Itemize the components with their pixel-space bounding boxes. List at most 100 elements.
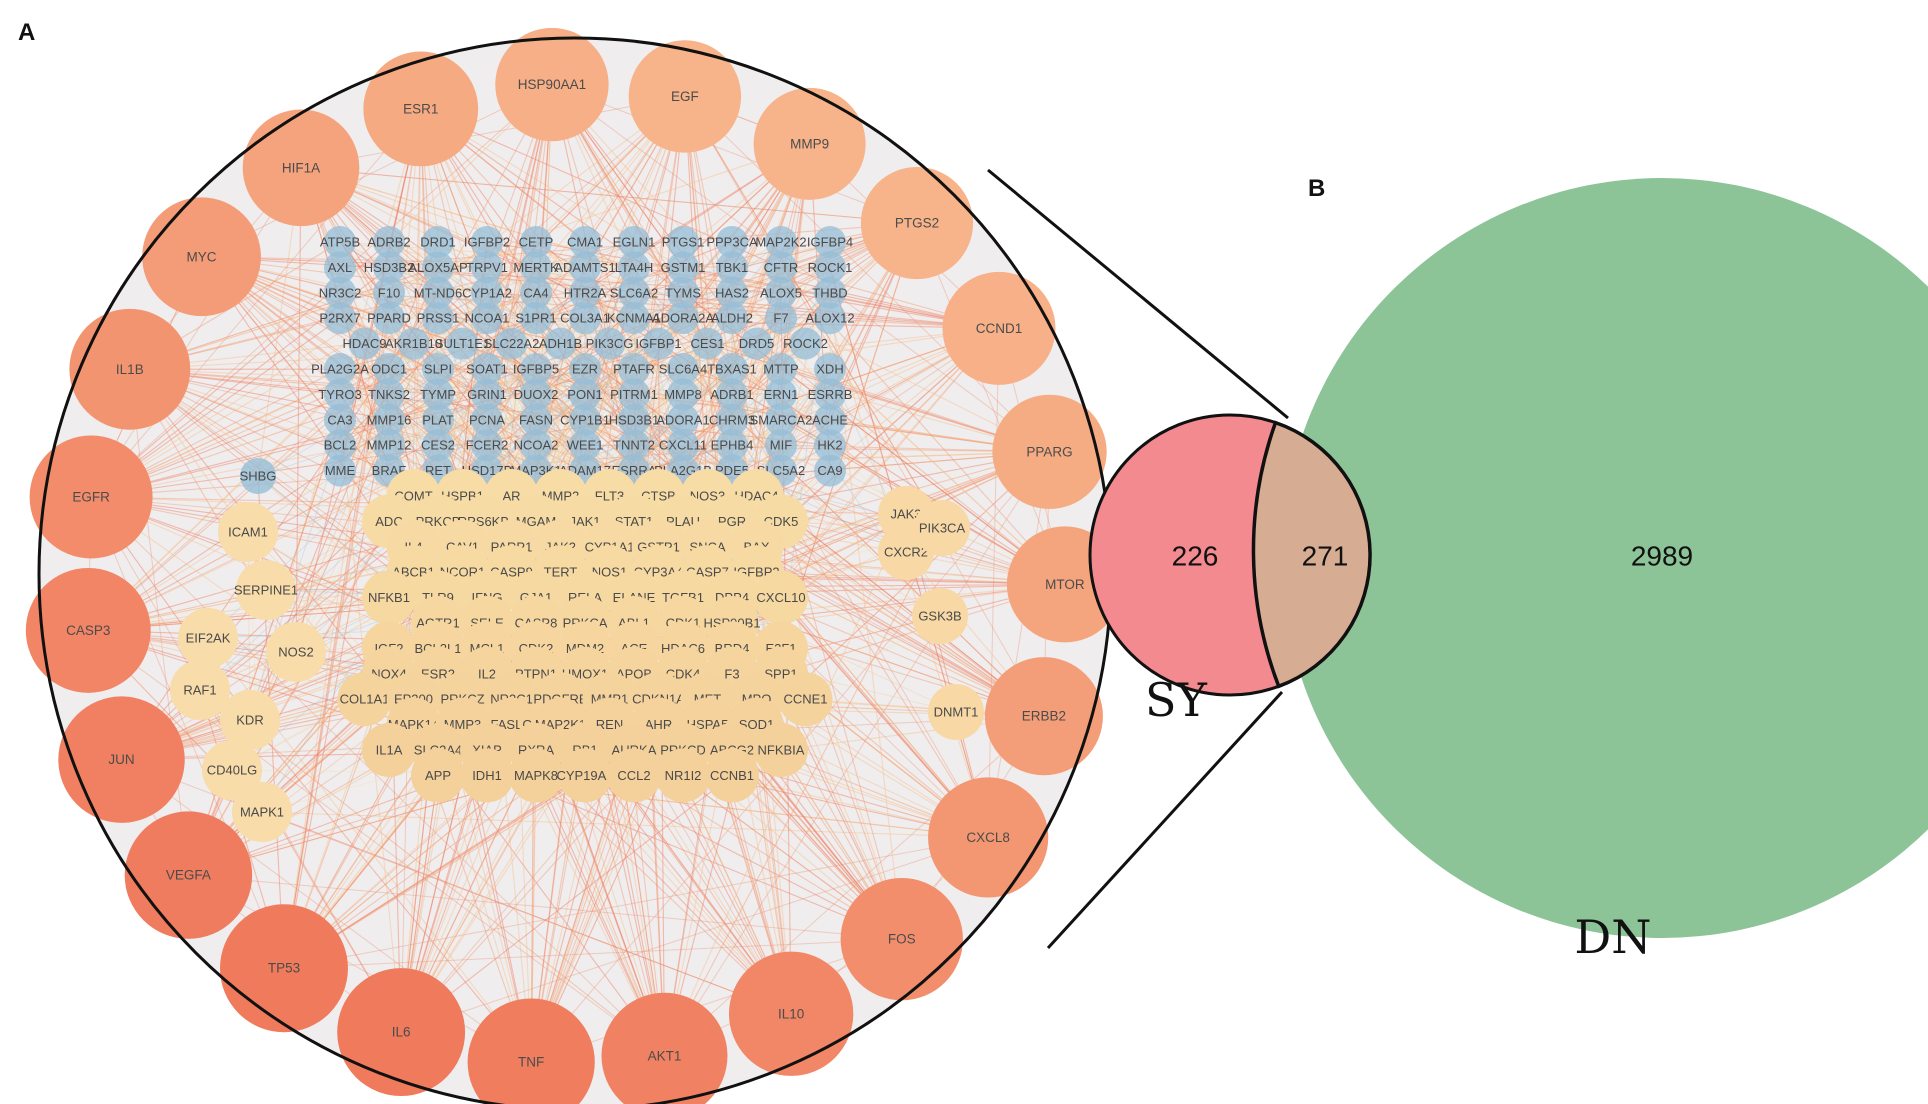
network-node: CA3 [324,403,356,436]
network-node: MMP16 [367,403,411,436]
node-circle [716,251,748,284]
node-circle [324,454,356,487]
node-circle [860,166,974,280]
node-circle [460,748,514,803]
network-edge [437,368,586,395]
network-node: EZR [569,353,601,385]
node-label: F7 [773,311,788,326]
network-node: PTGS1 [662,226,704,258]
node-circle [754,723,808,777]
zoom-line-bottom [1046,690,1284,950]
node-label: PPP3CA [706,235,758,250]
network-edge [633,317,1045,717]
node-circle [218,502,278,562]
node-label: EGLN1 [613,235,656,250]
node-label: P2RX7 [319,311,360,326]
node-circle [142,197,261,317]
network-edge [551,84,1050,453]
network-edge [437,749,665,1057]
network-edge [129,369,189,876]
node-label: AKR1B10 [385,336,442,351]
node-circle [667,251,699,284]
network-node: CFTR [764,251,798,284]
network-edge [584,266,733,294]
network-node: ADAMTS1 [554,251,616,284]
node-label: EZR [572,362,598,377]
node-label: S1PR1 [515,311,556,326]
node-circle [240,458,276,494]
node-label: XDH [816,362,843,377]
network-edge [388,241,831,294]
node-circle [324,403,356,436]
network-node: ALOX5 [760,276,802,309]
network-node: EPHB4 [711,429,753,462]
network-node: DUOX2 [514,378,558,411]
network-edge [707,343,1050,453]
node-circle [520,302,552,335]
network-edge [261,811,792,1015]
network-edge [295,167,302,653]
network-node: CMA1 [567,226,603,258]
network-node: HSD3B2 [364,251,414,284]
network-edge [283,836,989,969]
node-circle [716,353,748,385]
network-edge [283,292,390,969]
network-node: CYP1B1 [560,403,610,436]
node-label: IGFBP5 [513,362,559,377]
node-circle [569,353,601,385]
node-circle [618,429,650,462]
node-circle [716,403,748,436]
network-node: CYP19A1 [556,748,614,803]
network-edge [486,267,708,497]
node-label: MME [325,463,356,478]
node-circle [628,40,742,153]
network-node: CXCL11 [659,429,707,462]
node-circle [520,403,552,436]
node-circle [471,403,503,436]
node-label: IL6 [392,1025,411,1040]
node-label: MMP8 [664,387,702,402]
node-circle [324,302,356,335]
node-label: NCOA2 [514,438,559,453]
node-label: IGFBP1 [635,336,681,351]
network-node: SLC6A4 [659,353,707,385]
node-label: HIF1A [282,160,320,175]
network-edge [388,266,782,421]
node-circle [667,403,699,436]
node-label: ALOX12 [805,311,854,326]
node-label: AHR [645,717,672,732]
network-node: DRD5 [739,327,774,360]
node-circle [765,353,797,385]
network-node: AKR1B10 [385,327,442,360]
node-label: KDR [236,713,263,728]
network-edge [188,874,902,940]
network-node: F10 [373,276,405,309]
node-circle [373,429,405,462]
node-label: ATP5B [320,235,360,250]
network-node: FOS [840,877,963,1001]
node-label: FLT3 [595,489,624,504]
node-label: ALOX5 [760,285,802,300]
node-label: PRSS1 [417,311,460,326]
node-circle [236,560,296,620]
network-edge [805,343,1066,585]
node-circle [242,109,360,227]
network-edge [511,317,782,497]
node-circle [324,353,356,385]
network-edge [987,451,1051,838]
node-circle [397,327,430,360]
node-label: HAS2 [715,285,749,300]
network-node: ESRRB [808,378,852,411]
node-label: MIF [770,438,792,453]
node-label: IGFBP2 [464,235,510,250]
network-node: ADORA2A [652,302,714,335]
node-circle [618,302,650,335]
node-label: JAK3 [890,507,921,522]
node-label: MYC [187,249,217,264]
network-node: WEE1 [567,429,603,462]
node-label: SPP1 [764,666,797,681]
node-label: COL3A1 [560,311,610,326]
node-label: ACHE [812,412,848,427]
network-node: S1PR1 [515,302,557,335]
